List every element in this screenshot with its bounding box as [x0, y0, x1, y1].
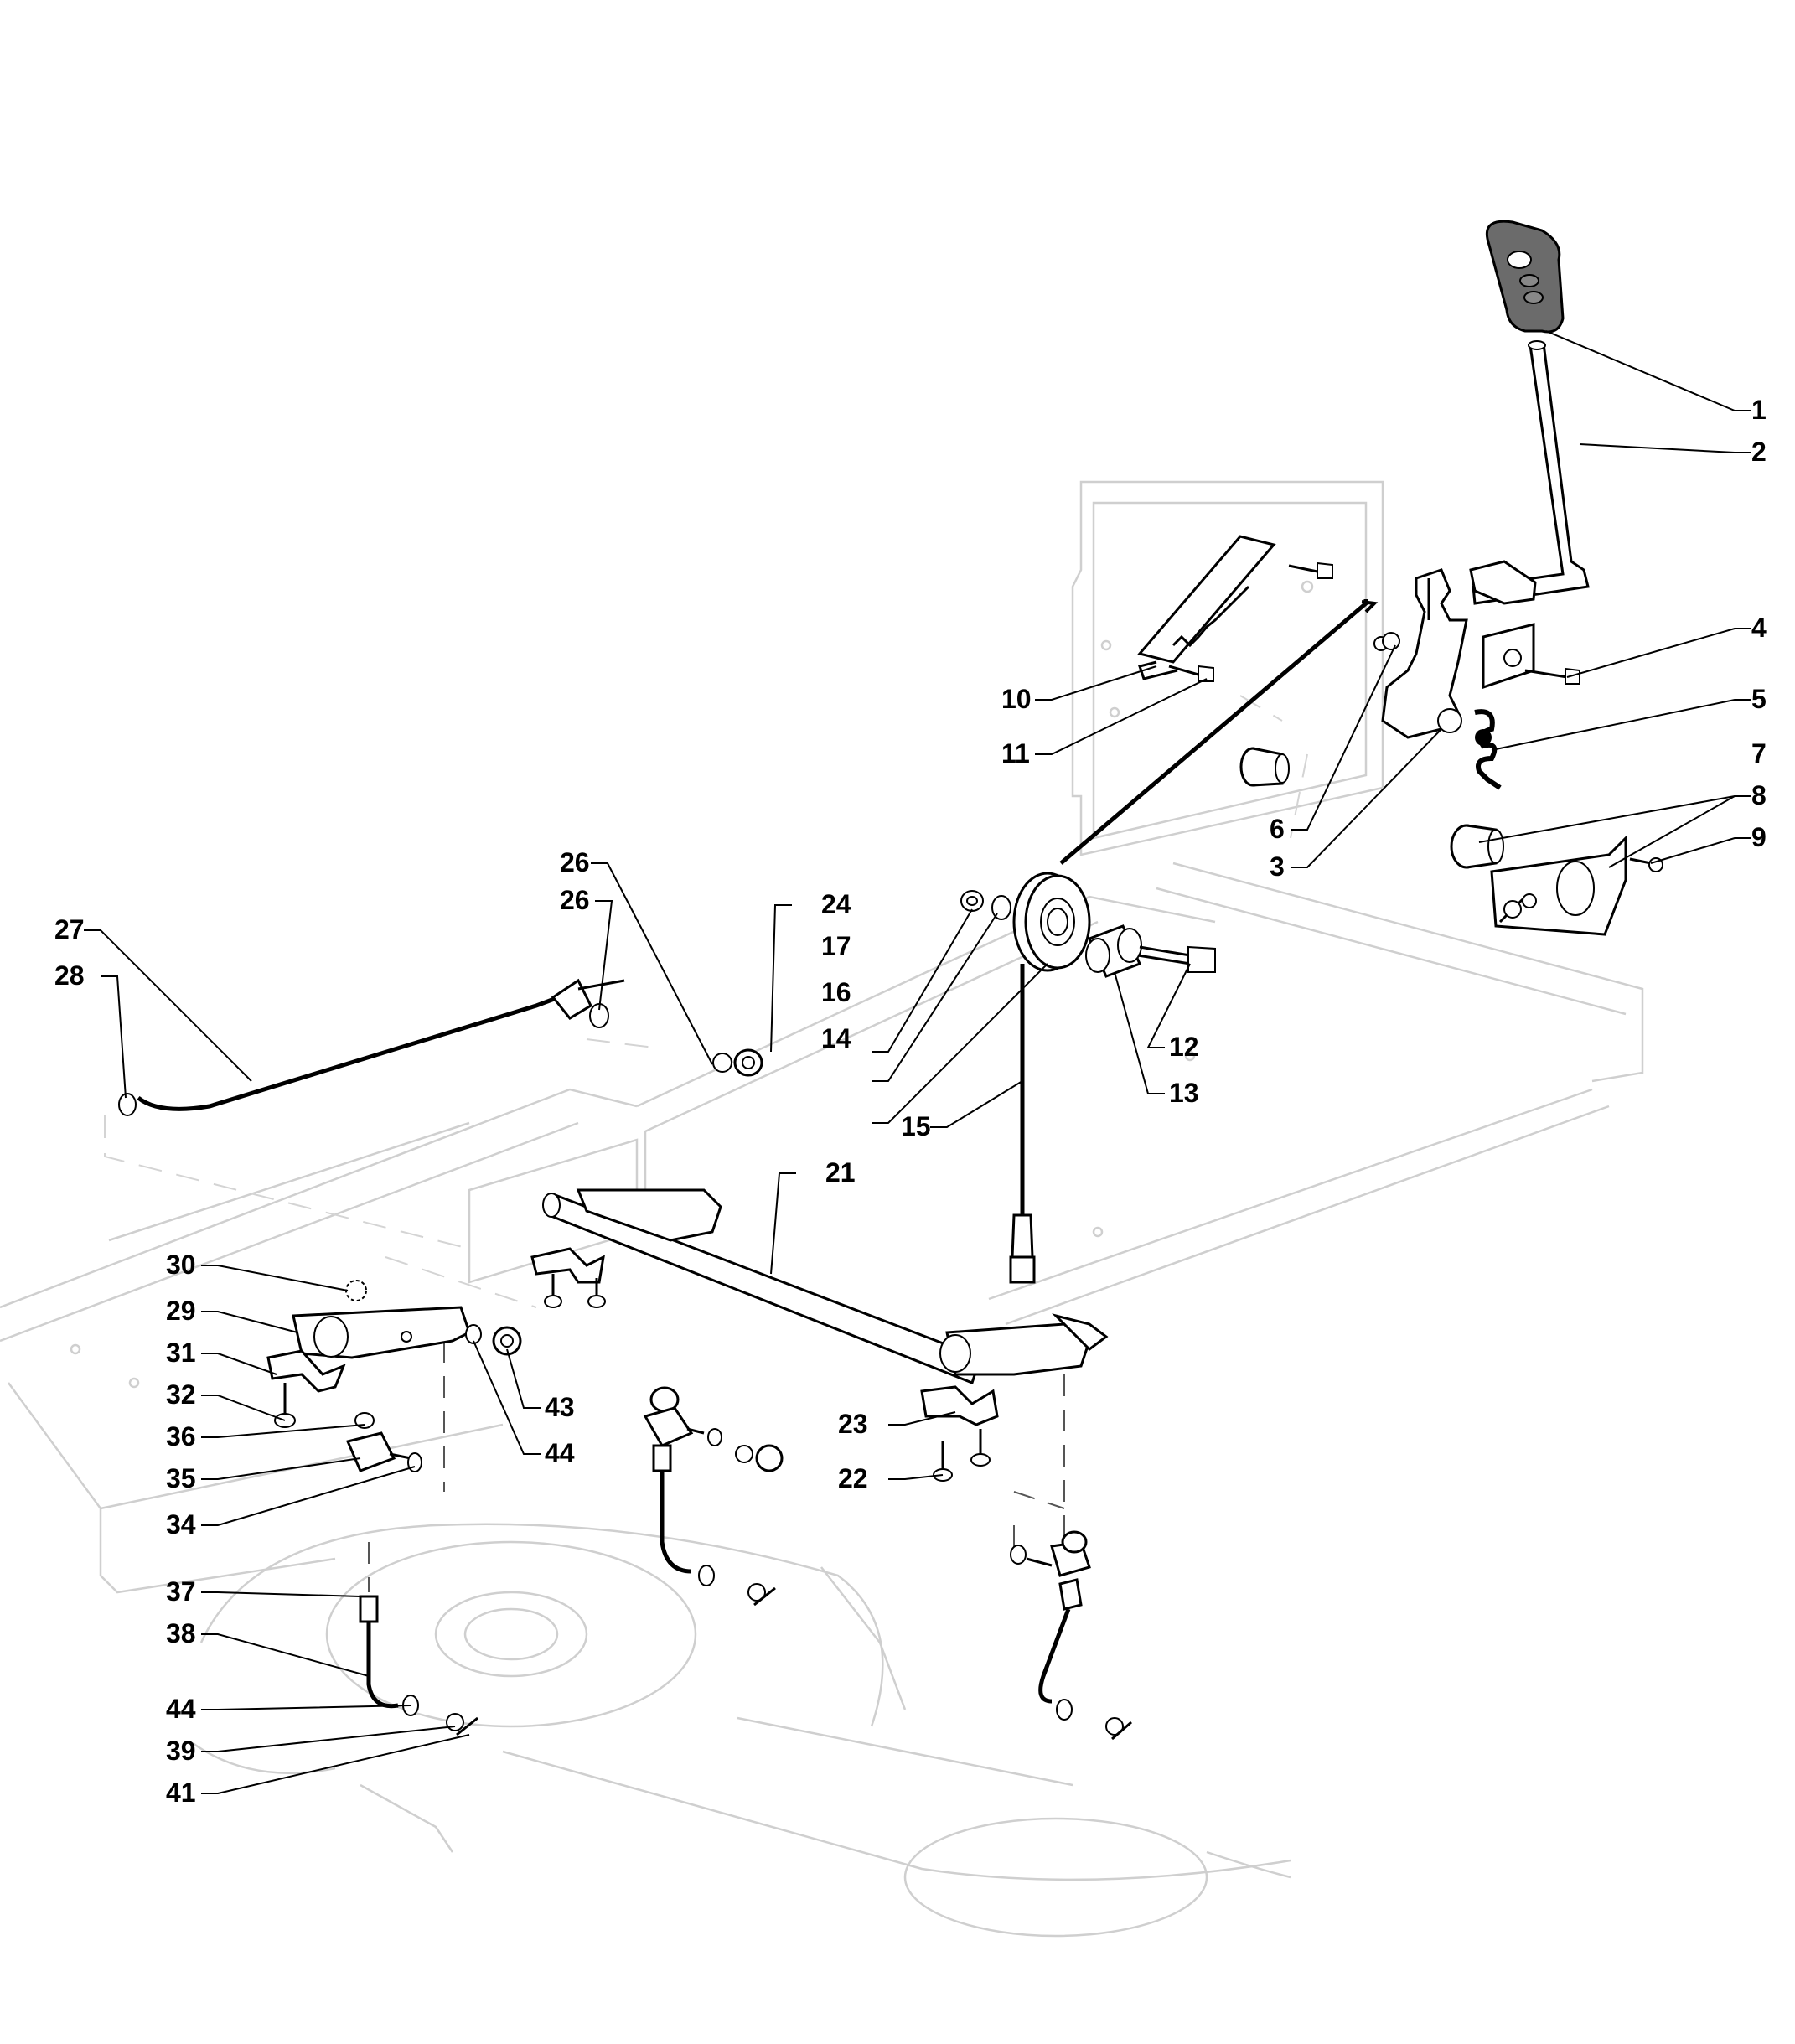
- bolt-9-part: [1629, 857, 1663, 872]
- callout-44-upper: 44: [545, 1438, 575, 1468]
- swivel-35-part: [345, 1431, 411, 1472]
- callout-3: 3: [1270, 851, 1285, 882]
- callout-12: 12: [1169, 1032, 1199, 1062]
- spring-part: [1474, 709, 1502, 790]
- callout-34: 34: [166, 1509, 196, 1539]
- callout-4: 4: [1751, 613, 1767, 643]
- callout-30: 30: [166, 1250, 196, 1280]
- clamp-top-part: [530, 1247, 606, 1308]
- callout-39: 39: [166, 1736, 196, 1766]
- swivel-right-part: [1010, 1530, 1132, 1741]
- bushing-plate-part: [1239, 747, 1290, 787]
- callout-11: 11: [1001, 738, 1030, 768]
- washer-44a-part: [465, 1324, 482, 1344]
- lockwasher-30-part: [345, 1280, 367, 1301]
- callout-8: 8: [1751, 780, 1767, 810]
- callout-37: 37: [166, 1576, 196, 1607]
- callout-24: 24: [821, 889, 851, 919]
- nut-24-part: [733, 1048, 763, 1077]
- washer-28-part: [118, 1093, 137, 1116]
- callout-36: 36: [166, 1421, 196, 1451]
- bolt-12-part: [1137, 945, 1216, 973]
- callout-29: 29: [166, 1296, 196, 1326]
- callout-17: 17: [821, 931, 851, 961]
- shift-bracket-part: [1373, 568, 1535, 739]
- washer-26b-part: [712, 1053, 732, 1073]
- callout-35: 35: [166, 1463, 196, 1493]
- callout-26-lower: 26: [560, 885, 590, 915]
- screw-32-part: [274, 1383, 296, 1428]
- cross-shaft-part: [542, 1188, 1109, 1384]
- callout-23: 23: [838, 1409, 868, 1439]
- callout-28: 28: [54, 960, 85, 991]
- support-bracket-part: [1490, 835, 1627, 936]
- pulley-part: [1012, 872, 1091, 972]
- callout-38: 38: [166, 1618, 196, 1648]
- cable-part: [1059, 599, 1379, 865]
- plate-bolt-top-part: [1288, 561, 1333, 579]
- spacer-13-part: [1085, 924, 1142, 978]
- clamp-31-part: [266, 1349, 346, 1393]
- callout-1: 1: [1751, 395, 1767, 425]
- swivel-center-part: [643, 1386, 784, 1607]
- callout-10: 10: [1001, 684, 1032, 714]
- callout-32: 32: [166, 1379, 196, 1410]
- notched-plate-part: [1137, 535, 1276, 680]
- callout-2: 2: [1751, 437, 1767, 467]
- callout-27: 27: [54, 914, 85, 944]
- callout-6: 6: [1270, 814, 1285, 844]
- hand-grip-part: [1485, 220, 1565, 334]
- arm-29-part: [292, 1306, 471, 1359]
- callout-44-lower: 44: [166, 1694, 196, 1724]
- callout-43: 43: [545, 1392, 575, 1422]
- callout-16: 16: [821, 977, 851, 1007]
- bushing-7-part: [1450, 824, 1504, 869]
- callout-labels: 1 2 4 5 7 8 9 6 3 10 11 12 13 24 17 16 1…: [54, 395, 1767, 1808]
- bolt-11-part: [1168, 665, 1214, 682]
- callout-41: 41: [166, 1778, 196, 1808]
- cable-15-part: [1009, 964, 1036, 1284]
- callout-15: 15: [901, 1111, 931, 1141]
- lever-rod-part: [1469, 340, 1590, 605]
- nut-43-part: [492, 1326, 522, 1356]
- callout-22: 22: [838, 1463, 868, 1493]
- callout-26-upper: 26: [560, 847, 590, 877]
- nut-17-part: [960, 890, 984, 912]
- rod-27-part: [137, 978, 625, 1111]
- screw-22-part: [933, 1429, 991, 1482]
- assembly-lines: [104, 695, 1308, 1592]
- callout-14: 14: [821, 1023, 851, 1053]
- callout-5: 5: [1751, 684, 1767, 714]
- leader-lines: [84, 330, 1751, 1794]
- callout-31: 31: [166, 1338, 196, 1368]
- clamp-23-part: [920, 1385, 999, 1426]
- callout-13: 13: [1169, 1078, 1199, 1108]
- callout-9: 9: [1751, 822, 1767, 852]
- nut-6-part: [1382, 632, 1400, 650]
- callout-21: 21: [825, 1157, 856, 1188]
- callout-7: 7: [1751, 738, 1767, 768]
